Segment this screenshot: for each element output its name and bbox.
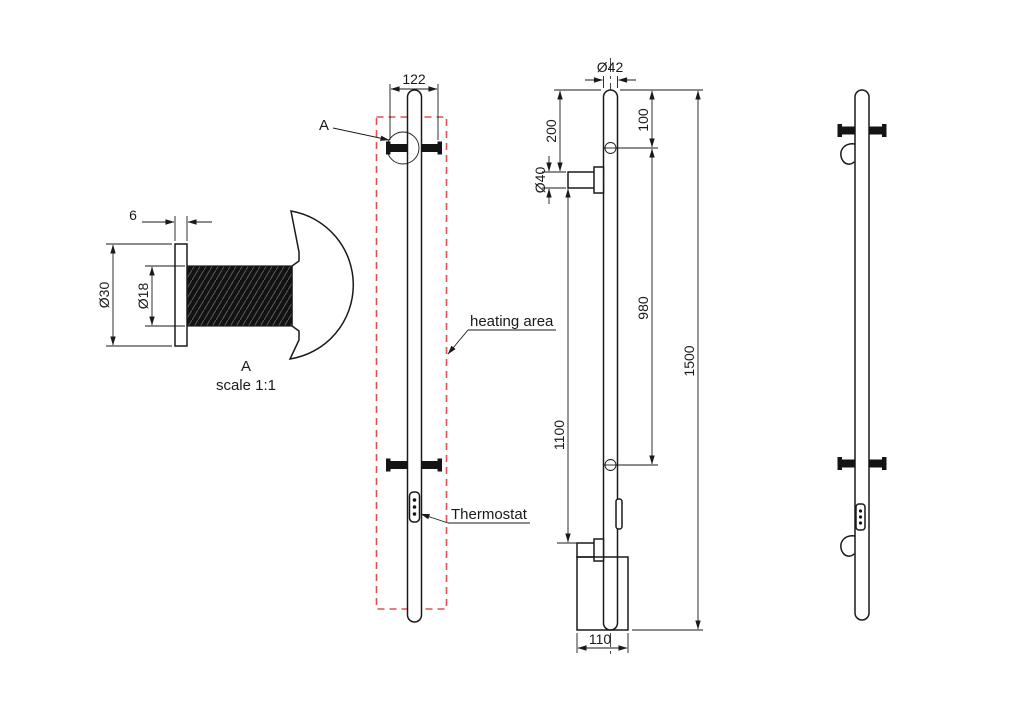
- detail-circle-a: [386, 131, 420, 165]
- dimension-d42: Ø42: [585, 59, 636, 88]
- thermostat-callout: Thermostat: [420, 506, 530, 524]
- bar-wall-section: [288, 210, 355, 360]
- dimension-d30: Ø30: [96, 243, 172, 347]
- side-thermostat: [615, 498, 623, 530]
- side-bottom-mount: [576, 538, 629, 631]
- detail-scale: scale 1:1: [216, 377, 276, 394]
- dimension-d18: Ø18: [135, 265, 185, 327]
- dimension-1100: 1100: [551, 188, 577, 544]
- rear-view: [837, 89, 887, 621]
- dimension-1500: 1500: [632, 90, 703, 631]
- dim-1100-label: 1100: [551, 420, 567, 450]
- dim-1500-label: 1500: [681, 345, 697, 376]
- dimension-6: 6: [129, 207, 212, 241]
- rear-bottom-hook: [840, 535, 856, 557]
- dim-d42-label: Ø42: [597, 59, 624, 75]
- rear-thermostat: [855, 503, 866, 531]
- dimension-200: 200: [543, 89, 601, 172]
- front-view: 122 A heating area Thermostat: [319, 71, 556, 623]
- detail-title: A: [241, 358, 251, 375]
- front-bar: [406, 89, 423, 623]
- rear-bottom-crossbar: [837, 457, 887, 470]
- side-bottom-housing: [576, 556, 629, 631]
- side-top-mount: [567, 166, 605, 194]
- dim-122-label: 122: [402, 71, 426, 87]
- dimension-100: 100: [617, 89, 703, 149]
- detail-a-marker: A: [319, 117, 329, 134]
- front-top-crossbar: [386, 141, 442, 155]
- dim-d30-label: Ø30: [96, 282, 112, 309]
- front-bottom-crossbar: [386, 458, 442, 472]
- dim-980-label: 980: [635, 296, 651, 320]
- dim-100-label: 100: [635, 108, 651, 132]
- side-bottom-pin-center: [603, 459, 618, 471]
- side-top-pin-center: [603, 142, 618, 154]
- rear-bar: [854, 89, 870, 621]
- heating-area-zone: [375, 116, 448, 610]
- dim-110-label: 110: [589, 631, 612, 647]
- dim-200-label: 200: [543, 119, 559, 143]
- dimension-122: 122: [389, 71, 439, 140]
- dim-d40-label: Ø40: [532, 167, 548, 194]
- side-bar: [602, 89, 619, 631]
- detail-view-a: 6 Ø30 Ø18 A scale 1:1: [96, 207, 355, 394]
- heating-area-callout: heating area: [447, 313, 556, 355]
- side-view: Ø42 Ø40 200 1100 100: [532, 58, 703, 655]
- dim-d18-label: Ø18: [135, 283, 151, 310]
- rear-top-hook: [840, 143, 856, 165]
- thermostat: [408, 491, 421, 523]
- detail-a-leader: [332, 127, 390, 141]
- dim-6-label: 6: [129, 207, 137, 223]
- threaded-shaft: [186, 265, 293, 327]
- dimension-110: 110: [576, 631, 629, 653]
- thermostat-label: Thermostat: [451, 506, 528, 523]
- dimension-d40: Ø40: [532, 156, 566, 204]
- dimension-980: 980: [617, 148, 658, 466]
- heating-area-label: heating area: [470, 313, 554, 330]
- bolt-flange: [174, 243, 188, 347]
- rear-top-crossbar: [837, 124, 887, 137]
